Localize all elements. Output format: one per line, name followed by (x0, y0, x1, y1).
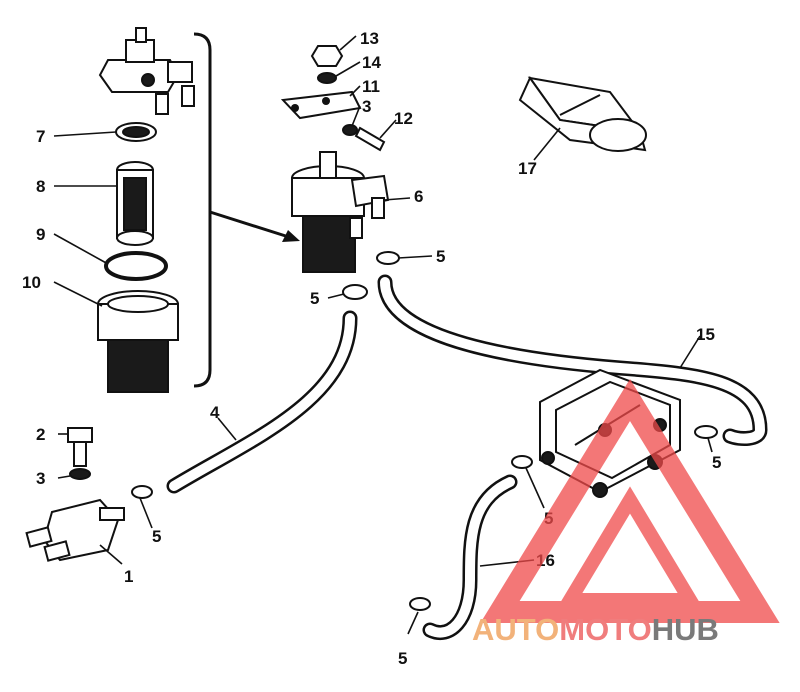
watermark-hub: HUB (652, 612, 719, 647)
callout-5-bottom: 5 (398, 649, 407, 668)
fuel-hose-16 (422, 474, 518, 640)
fuel-hose-4 (166, 310, 358, 494)
hose-clamps (131, 251, 718, 611)
mounting-hardware (280, 45, 386, 152)
callout-10: 10 (22, 273, 41, 292)
watermark-logo-icon (480, 378, 780, 623)
callout-4: 4 (210, 403, 220, 422)
watermark-auto: AUTO (472, 612, 559, 647)
callout-5-connector: 5 (152, 527, 161, 546)
callout-11: 11 (362, 77, 380, 96)
callout-3-upper: 3 (362, 97, 371, 116)
callout-3-lower: 3 (36, 469, 45, 488)
fuel-filter-assembled (291, 151, 390, 273)
callout-labels: 1 2 3 3 4 5 5 5 5 5 5 6 7 8 9 10 11 12 1… (22, 29, 721, 668)
callout-5-filter-right: 5 (436, 247, 445, 266)
callout-5-filter-left: 5 (310, 289, 319, 308)
callout-2: 2 (36, 425, 45, 444)
exploded-view-bracket (193, 32, 212, 388)
filter-o-ring (104, 251, 168, 281)
arrow-icon (282, 230, 300, 242)
fuel-connector (25, 427, 125, 562)
watermark-moto: MOTO (559, 612, 651, 647)
callout-8: 8 (36, 177, 45, 196)
callout-13: 13 (360, 29, 379, 48)
callout-6: 6 (414, 187, 423, 206)
filter-bowl (97, 290, 179, 393)
filter-head-assembly (98, 27, 195, 115)
callout-9: 9 (36, 225, 45, 244)
callout-1: 1 (124, 567, 133, 586)
hose-sleeve (518, 76, 647, 152)
fuel-hose-15 (377, 274, 768, 446)
watermark-brand: AUTOMOTOHUB (472, 612, 719, 647)
callout-14: 14 (362, 53, 381, 72)
leader-lines (53, 35, 713, 635)
filter-element-screen (116, 161, 154, 246)
callout-12: 12 (394, 109, 413, 128)
callout-17: 17 (518, 159, 537, 178)
callout-7: 7 (36, 127, 45, 146)
callout-15: 15 (696, 325, 715, 344)
callout-5-pump-right: 5 (712, 453, 721, 472)
